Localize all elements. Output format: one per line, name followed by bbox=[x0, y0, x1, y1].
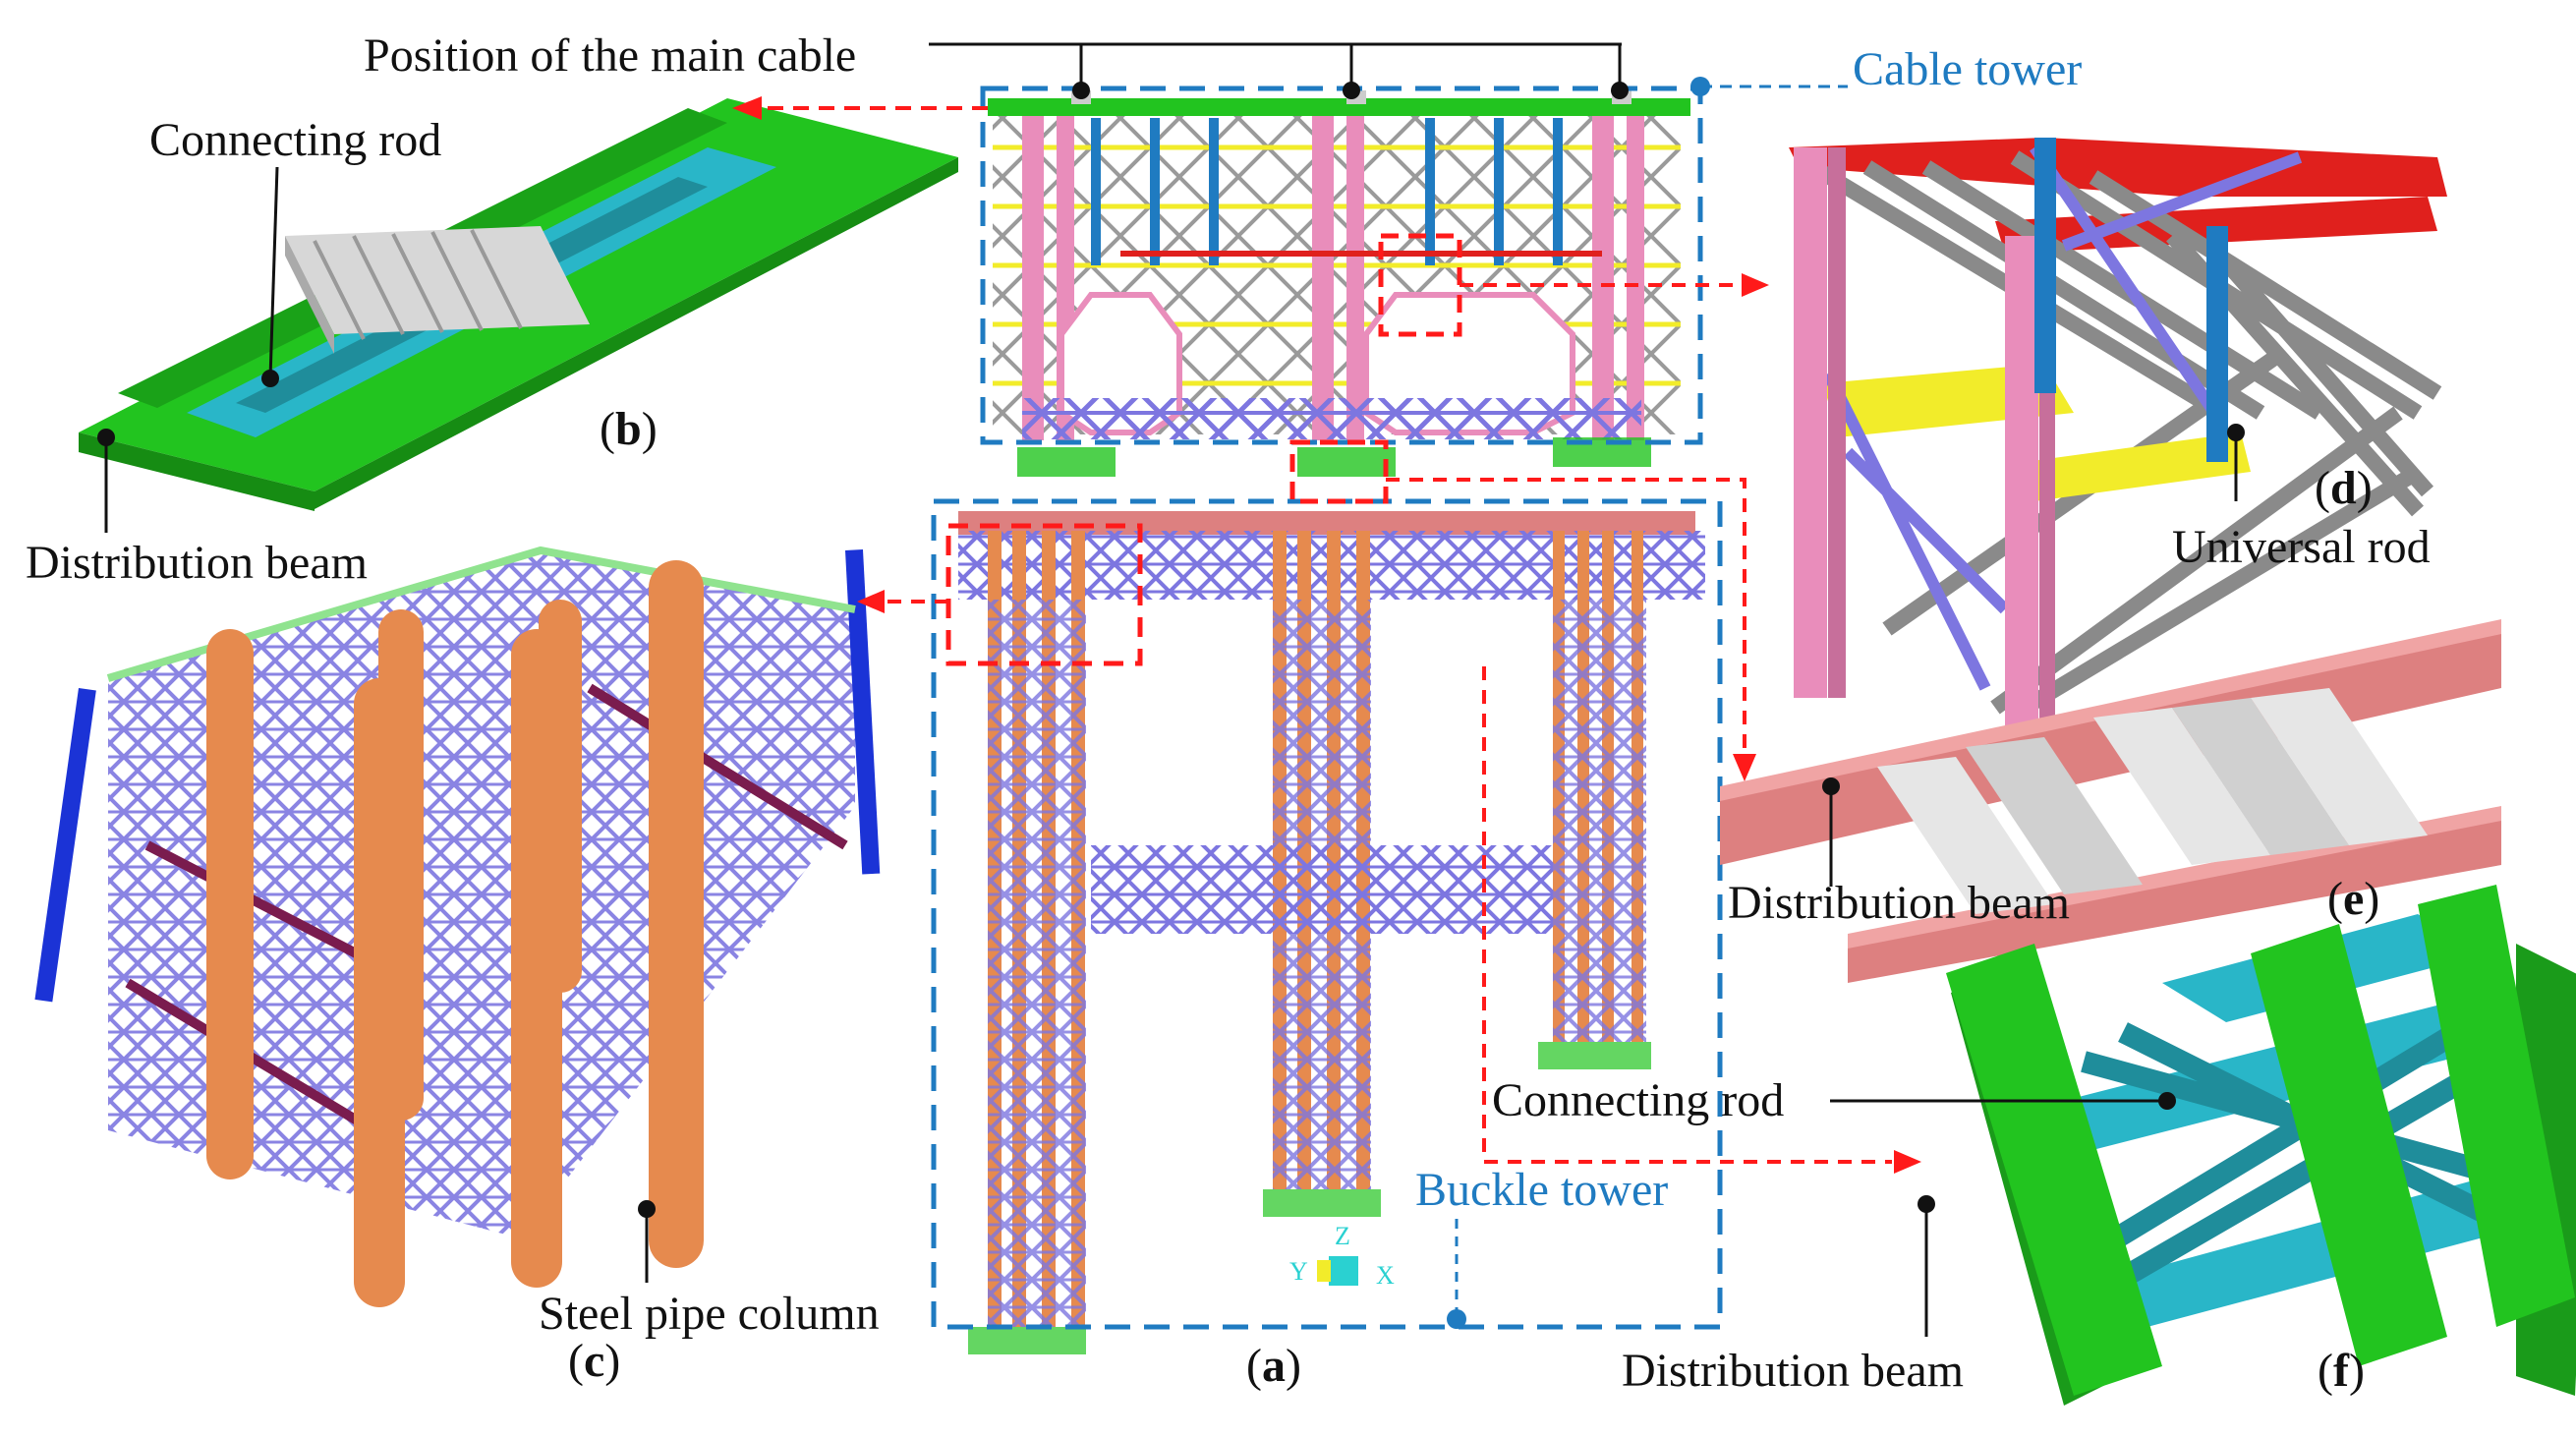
axis-triad: Z Y X bbox=[1289, 1222, 1395, 1290]
svg-text:(c): (c) bbox=[568, 1335, 620, 1387]
axis-x-label: X bbox=[1376, 1261, 1395, 1290]
panel-c-close: ) bbox=[604, 1335, 620, 1387]
detail-c-red-box bbox=[945, 523, 1143, 666]
panel-e-open: ( bbox=[2327, 873, 2343, 925]
cable-tower-callout: Cable tower bbox=[1690, 43, 2082, 96]
panel-d-close: ) bbox=[2357, 462, 2373, 514]
buckle-tower-dashed-box bbox=[931, 498, 1723, 1330]
panel-f-open: ( bbox=[2318, 1345, 2333, 1397]
panel-b-connecting-rod-detail: Connecting rod Distribution beam (b) bbox=[26, 96, 988, 589]
buckle-tower-model bbox=[958, 511, 1705, 1354]
panel-f-close: ) bbox=[2349, 1345, 2365, 1397]
cable-tower-model bbox=[988, 90, 1690, 477]
axis-z-label: Z bbox=[1335, 1222, 1350, 1250]
svg-text:(d): (d) bbox=[2315, 462, 2373, 514]
cable-tower-dashed-box bbox=[980, 86, 1703, 445]
universal-rod-label: Universal rod bbox=[2172, 521, 2431, 573]
main-cable-callout: Position of the main cable bbox=[364, 29, 1629, 99]
svg-text:(b): (b) bbox=[600, 403, 658, 455]
panel-e-distribution-beam-detail: Distribution beam (e) bbox=[1386, 478, 2501, 983]
detail-e-red-box bbox=[1289, 439, 1389, 504]
panel-e-close: ) bbox=[2364, 873, 2379, 925]
svg-text:(a): (a) bbox=[1246, 1340, 1301, 1392]
distribution-beam-b-label: Distribution beam bbox=[26, 537, 368, 589]
panel-d-open: ( bbox=[2315, 462, 2330, 514]
panel-a-open: ( bbox=[1246, 1340, 1262, 1392]
cable-tower-label: Cable tower bbox=[1853, 43, 2082, 95]
steel-pipe-column-label: Steel pipe column bbox=[539, 1288, 880, 1340]
panel-d-letter: d bbox=[2330, 462, 2357, 514]
panel-a-letter: a bbox=[1262, 1340, 1286, 1392]
buckle-tower-label: Buckle tower bbox=[1415, 1164, 1668, 1216]
main-cable-label: Position of the main cable bbox=[364, 29, 856, 82]
connecting-rod-b-label: Connecting rod bbox=[149, 114, 441, 166]
svg-text:(e): (e) bbox=[2327, 873, 2379, 925]
panel-d-universal-rod-detail: (d) Universal rod bbox=[1460, 138, 2447, 727]
buckle-tower-callout: Buckle tower bbox=[1415, 1164, 1668, 1329]
distribution-beam-f-label: Distribution beam bbox=[1622, 1345, 1964, 1397]
distribution-beam-e-label: Distribution beam bbox=[1728, 877, 2070, 929]
panel-b-open: ( bbox=[600, 403, 615, 455]
panel-a-tower-model: Z Y X (a) bbox=[931, 86, 1723, 1392]
panel-e-letter: e bbox=[2343, 873, 2364, 925]
panel-c-letter: c bbox=[584, 1335, 604, 1387]
panel-f-letter: f bbox=[2333, 1345, 2350, 1397]
connecting-rod-f-label: Connecting rod bbox=[1492, 1074, 1784, 1126]
panel-b-close: ) bbox=[642, 403, 658, 455]
panel-c-open: ( bbox=[568, 1335, 584, 1387]
panel-f-connecting-rod-detail: Connecting rod Distribution beam (f) bbox=[1482, 666, 2576, 1406]
panel-c-steel-pipe-detail: Steel pipe column (c) bbox=[34, 546, 948, 1387]
panel-b-letter: b bbox=[615, 403, 642, 455]
axis-y-label: Y bbox=[1289, 1257, 1308, 1286]
panel-a-close: ) bbox=[1286, 1340, 1301, 1392]
svg-text:(f): (f) bbox=[2318, 1345, 2365, 1397]
